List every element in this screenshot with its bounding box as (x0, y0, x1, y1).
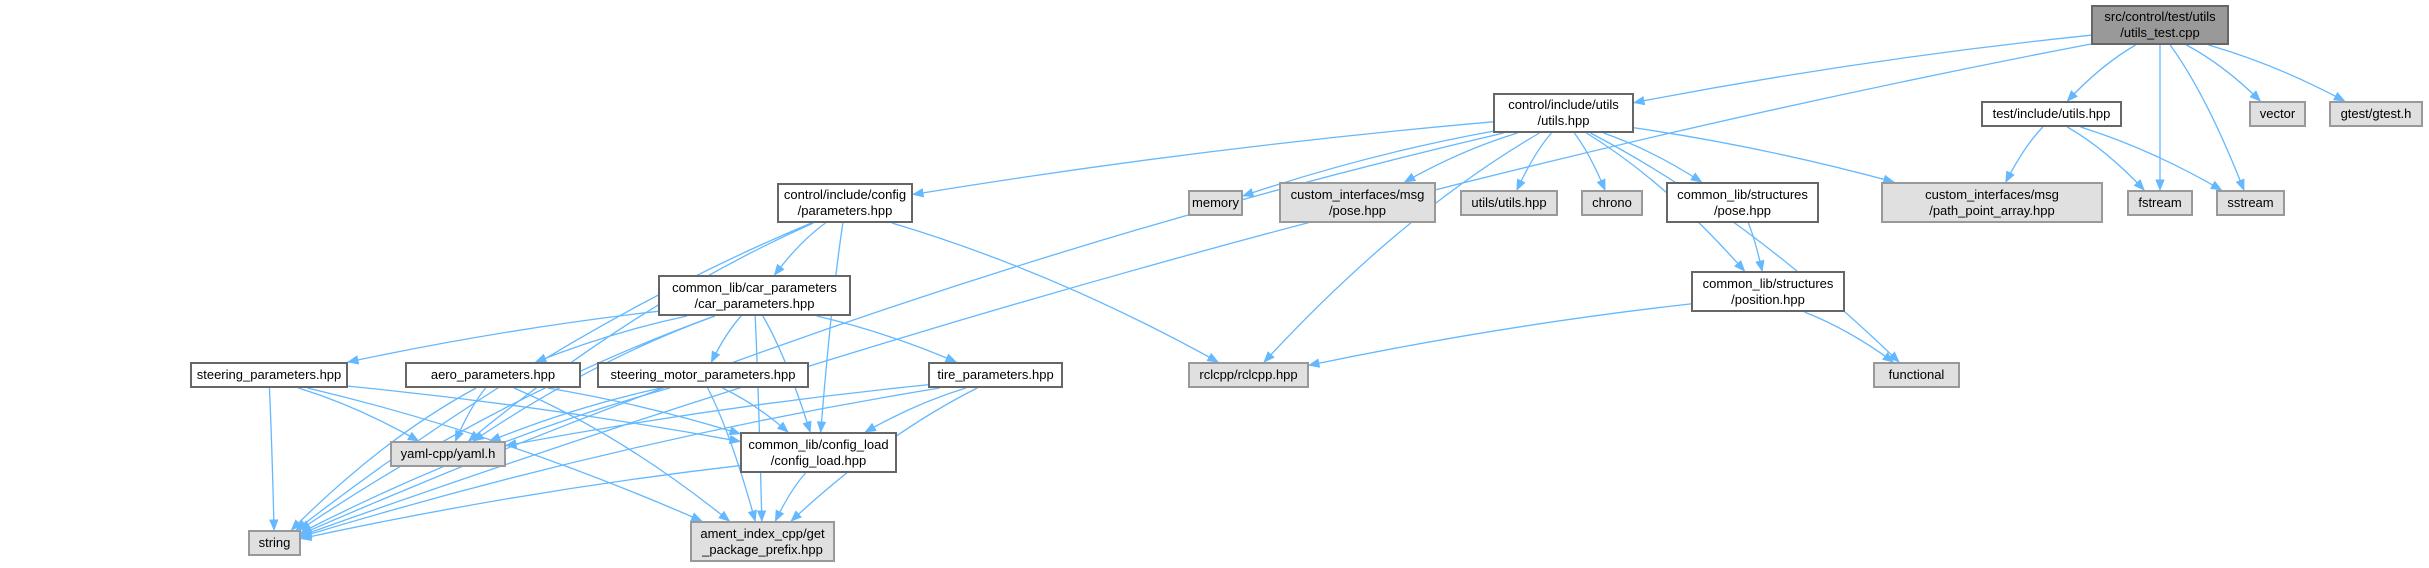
node-sstream[interactable]: sstream (2216, 190, 2285, 216)
edge-utils_hpp-to-s_pose (1603, 132, 1703, 183)
edge-steer-to-config_load (347, 385, 742, 445)
edge-tire-to-yaml (504, 384, 929, 449)
edge-aero-to-yaml (454, 387, 487, 443)
edge-utils_hpp-to-memory (1241, 130, 1494, 197)
edge-root-to-gtest (2208, 44, 2346, 102)
node-memory[interactable]: memory (1188, 190, 1243, 216)
edge-aero-to-config_load (547, 387, 742, 436)
node-fstream[interactable]: fstream (2127, 190, 2193, 216)
edge-test_utils-to-fstream (2067, 126, 2145, 191)
edge-utils_hpp-to-ppa (1633, 127, 1895, 184)
edge-position-to-rclcpp (1307, 303, 1692, 368)
edge-root-to-vector (2186, 44, 2262, 102)
node-config-load[interactable]: common_lib/config_load /config_load.hpp (740, 432, 897, 473)
edge-position-to-functional (1804, 311, 1895, 363)
edge-car_params-to-ament (754, 315, 767, 523)
node-smotor[interactable]: steering_motor_parameters.hpp (597, 362, 809, 388)
edge-utils_hpp-to-functional (1590, 132, 1900, 363)
node-ament[interactable]: ament_index_cpp/get _package_prefix.hpp (690, 521, 835, 562)
edge-car_params-to-string (298, 315, 715, 531)
node-vector[interactable]: vector (2249, 101, 2306, 127)
node-functional[interactable]: functional (1873, 362, 1960, 388)
node-s-pose[interactable]: common_lib/structures /pose.hpp (1666, 182, 1819, 223)
edge-utils_hpp-to-uu (1516, 132, 1552, 192)
node-ci-pose[interactable]: custom_interfaces/msg /pose.hpp (1279, 182, 1436, 223)
edge-aero-to-string (290, 387, 477, 531)
edge-car_params-to-steer (346, 310, 659, 365)
node-utils-hpp[interactable]: control/include/utils /utils.hpp (1493, 93, 1634, 133)
edge-steer-to-string (268, 387, 279, 532)
edge-root-to-sstream (2169, 44, 2245, 192)
edge-root-to-test_utils (2066, 44, 2136, 102)
edge-smotor-to-config_load (722, 387, 789, 433)
edge-params-to-rclcpp (891, 222, 1220, 363)
node-params[interactable]: control/include/config /parameters.hpp (777, 183, 913, 223)
node-string[interactable]: string (248, 530, 301, 556)
edge-params-to-yaml (467, 222, 814, 442)
edge-utils_hpp-to-chrono (1573, 132, 1606, 192)
node-rclcpp[interactable]: rclcpp/rclcpp.hpp (1188, 362, 1309, 388)
node-aero[interactable]: aero_parameters.hpp (405, 362, 581, 388)
edge-steer-to-yaml (298, 387, 420, 442)
edge-utils_hpp-to-params (911, 121, 1494, 198)
edge-tire-to-config_load (864, 387, 967, 433)
node-car-params[interactable]: common_lib/car_parameters /car_parameter… (658, 275, 851, 316)
edge-root-to-utils_hpp (1632, 34, 2092, 106)
node-root[interactable]: src/control/test/utils /utils_test.cpp (2091, 5, 2229, 45)
edge-test_utils-to-sstream (2080, 126, 2223, 191)
edge-smotor-to-ament (707, 387, 757, 523)
edge-utils_hpp-to-rclcpp (1263, 132, 1540, 363)
edge-s_pose-to-position (1747, 222, 1765, 273)
node-steer[interactable]: steering_parameters.hpp (190, 362, 348, 388)
edge-tire-to-string (299, 387, 940, 539)
edge-config_load-to-ament (774, 472, 807, 523)
node-uu[interactable]: utils/utils.hpp (1460, 190, 1558, 216)
node-test-utils[interactable]: test/include/utils.hpp (1981, 101, 2122, 127)
node-gtest[interactable]: gtest/gtest.h (2329, 101, 2423, 127)
edge-test_utils-to-ppa (2005, 126, 2044, 184)
edge-config_load-to-string (299, 464, 741, 541)
node-position[interactable]: common_lib/structures /position.hpp (1691, 271, 1845, 312)
edge-car_params-to-tire (816, 315, 958, 363)
node-yaml[interactable]: yaml-cpp/yaml.h (390, 441, 506, 467)
node-tire[interactable]: tire_parameters.hpp (928, 362, 1063, 388)
edge-params-to-car_params (773, 222, 826, 276)
edge-car_params-to-aero (534, 315, 688, 363)
edge-aero-to-ament (513, 387, 731, 522)
node-ppa[interactable]: custom_interfaces/msg /path_point_array.… (1881, 182, 2103, 223)
edge-smotor-to-yaml (488, 387, 662, 442)
edge-utils_hpp-to-ci_pose (1403, 132, 1518, 183)
node-chrono[interactable]: chrono (1581, 190, 1643, 216)
edge-params-to-string (295, 222, 812, 531)
edge-utils_hpp-to-position (1586, 132, 1746, 272)
edge-root-to-string (299, 43, 2092, 537)
edge-car_params-to-smotor (710, 315, 742, 364)
